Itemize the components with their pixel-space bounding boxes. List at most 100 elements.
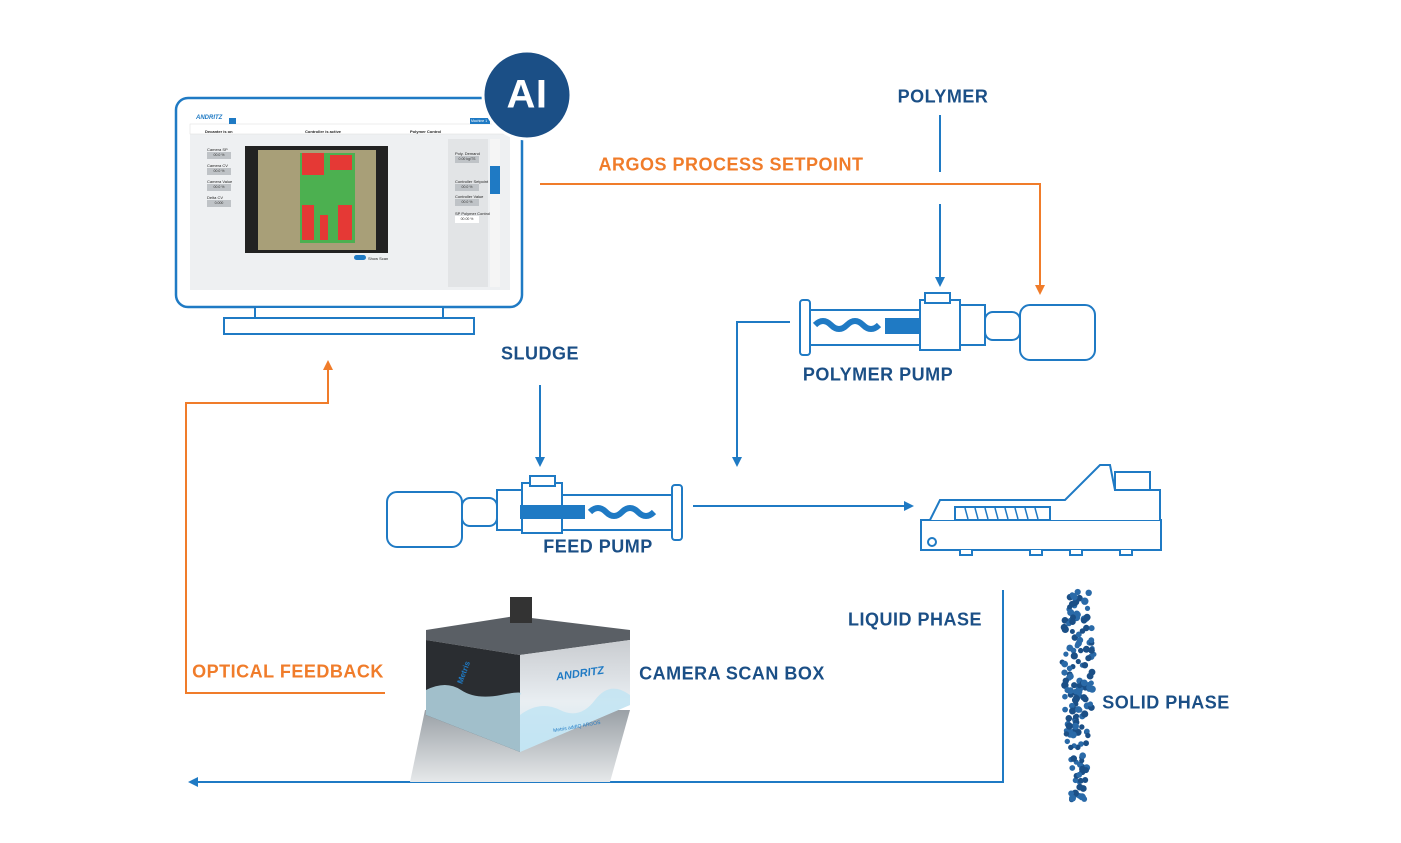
solid-particle — [1071, 594, 1078, 601]
solid-particle — [1070, 755, 1077, 762]
solid-particle — [1075, 688, 1083, 696]
solid-particle — [1088, 637, 1095, 644]
solid-phase-particles — [1059, 588, 1097, 803]
field-value: 00.0 % — [207, 184, 231, 191]
solid-particle — [1083, 767, 1089, 774]
field-label: Controller Setpoint — [455, 179, 489, 184]
solid-particle — [1070, 647, 1077, 654]
solid-particle — [1072, 696, 1079, 704]
polymer-to-feed-arrow — [732, 321, 790, 467]
solid-particle — [1076, 636, 1084, 644]
screen-logo: ANDRITZ — [196, 115, 223, 121]
solid-particle — [1069, 702, 1075, 709]
field-value: 0.000 — [207, 200, 231, 207]
solid-particle — [1062, 677, 1070, 684]
optical-feedback-label: OPTICAL FEEDBACK — [192, 661, 384, 682]
field-value: 00.0 % — [455, 184, 479, 191]
solid-particle — [1083, 613, 1091, 621]
ai-label: AI — [506, 72, 548, 117]
field-value: 00.0 % — [207, 168, 231, 175]
solid-particle — [1088, 625, 1095, 632]
solid-particle — [1087, 701, 1093, 707]
solid-particle — [1073, 713, 1080, 719]
solid-particle — [1083, 740, 1089, 747]
solid-particle — [1069, 765, 1076, 771]
solid-particle — [1069, 629, 1075, 634]
solid-particle — [1079, 752, 1086, 759]
solid-particle — [1081, 597, 1089, 605]
solid-particle — [1069, 618, 1076, 625]
solid-particle — [1061, 660, 1068, 668]
field-label: SP Polymer Control — [455, 211, 491, 216]
solid-particle — [1080, 679, 1088, 687]
feed-pump — [386, 475, 683, 548]
solid-particle — [1065, 722, 1073, 730]
machine-button[interactable]: Machine 1 — [471, 119, 488, 123]
solid-particle — [1070, 652, 1078, 660]
field-label: Camera CV — [207, 163, 228, 168]
status-decanter: Decanter is on — [205, 129, 233, 134]
solid-particle — [1067, 609, 1075, 616]
solid-particle — [1079, 758, 1085, 764]
solid-particle — [1084, 605, 1091, 612]
solid-particle — [1077, 683, 1082, 689]
solid-particle — [1085, 655, 1092, 662]
field-label: Camera Value — [207, 179, 233, 184]
solid-particle — [1076, 783, 1084, 791]
solid-particle — [1084, 728, 1090, 735]
status-polymer-control[interactable]: Polymer Control — [410, 129, 442, 134]
field-label: Poly. Demand — [455, 151, 480, 156]
field-label: Controller Value — [455, 194, 484, 199]
solid-particle — [1060, 623, 1068, 631]
field-value: 00.0 % — [207, 152, 231, 159]
solid-particle — [1075, 631, 1082, 638]
solid-particle — [1063, 731, 1070, 737]
solid-particle — [1067, 673, 1074, 680]
solid-particle — [1071, 682, 1078, 689]
solid-particle — [1078, 647, 1084, 654]
solid-particle — [1076, 594, 1083, 602]
solid-particle — [1067, 604, 1073, 610]
camera-scan-box-label: CAMERA SCAN BOX — [639, 663, 825, 684]
solid-particle — [1085, 589, 1092, 596]
solid-particle — [1082, 645, 1090, 653]
polymer-pump-label: POLYMER PUMP — [802, 364, 954, 385]
polymer-label: POLYMER — [897, 86, 989, 107]
solid-particle — [1068, 744, 1074, 751]
solid-particle — [1081, 710, 1089, 718]
field-label: Delta CV — [207, 195, 224, 200]
solid-particle — [1069, 707, 1076, 715]
solid-particle — [1083, 624, 1090, 632]
ai-badge — [481, 49, 573, 141]
solid-particle — [1076, 771, 1083, 778]
solid-phase-label: SOLID PHASE — [1102, 692, 1230, 713]
solid-particle — [1072, 777, 1079, 784]
solid-particle — [1088, 680, 1094, 686]
solid-particle — [1075, 658, 1081, 665]
field-label: Camera SP — [207, 147, 228, 152]
solid-particle — [1066, 665, 1073, 672]
status-controller: Controller is active — [305, 129, 342, 134]
optical-feedback-arrow — [185, 360, 385, 694]
solid-particle — [1086, 672, 1094, 680]
liquid-phase-label: LIQUID PHASE — [847, 609, 983, 630]
solid-particle — [1069, 794, 1076, 802]
solid-particle — [1061, 669, 1068, 676]
solid-particle — [1086, 684, 1093, 691]
field-value: 00.0 % — [455, 199, 479, 206]
camera-scan-box — [410, 597, 630, 782]
show-scan-toggle[interactable]: Show Scan — [368, 256, 389, 261]
solid-particle — [1067, 687, 1074, 694]
solid-particle — [1074, 588, 1081, 596]
polymer-setpoint-input[interactable]: 00.00 % — [455, 216, 479, 223]
solid-particle — [1065, 715, 1073, 722]
solid-particle — [1064, 738, 1071, 745]
solid-particle — [1074, 642, 1081, 648]
solid-particle — [1088, 647, 1095, 654]
solid-particle — [1062, 706, 1068, 713]
polymer-pump — [799, 292, 1096, 361]
decanter — [920, 464, 1162, 556]
feed-pump-label: FEED PUMP — [543, 536, 653, 557]
